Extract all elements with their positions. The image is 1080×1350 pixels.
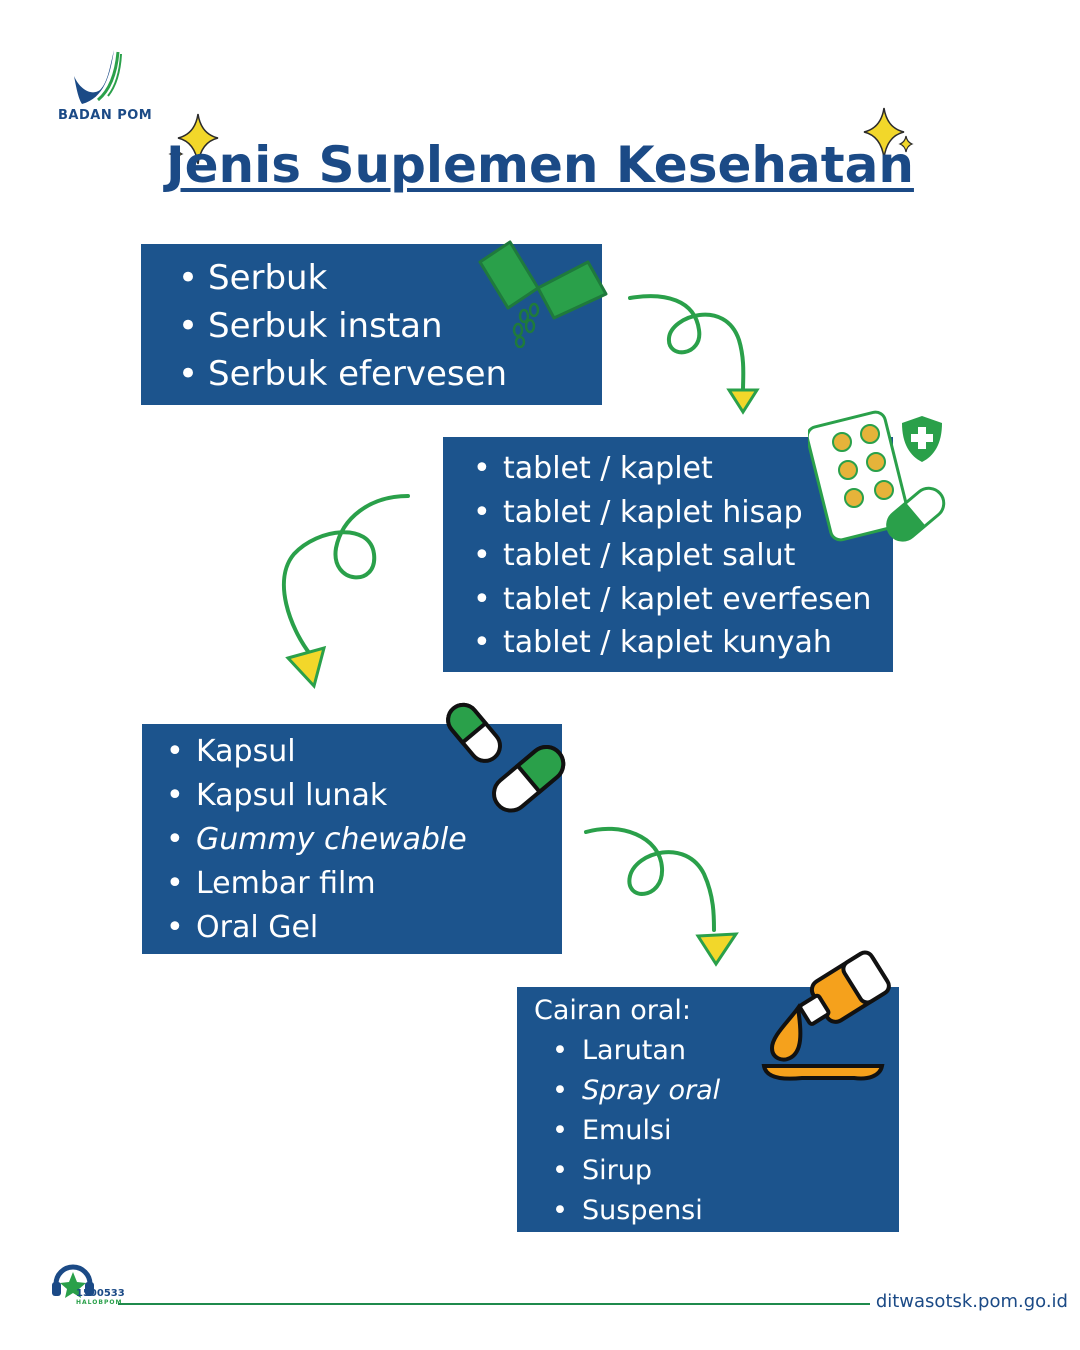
footer-divider [118,1303,870,1305]
cairan-heading: Cairan oral: [534,995,692,1026]
page-title: Jenis Suplemen Kesehatan [166,136,914,194]
list-item: Emulsi [552,1111,899,1151]
shield-cross-icon [902,416,942,462]
list-item: tablet / kaplet [473,447,893,491]
kapsul-box: Kapsul Kapsul lunak Gummy chewable Lemba… [142,724,562,954]
list-item: tablet / kaplet kunyah [473,621,893,665]
curly-arrow-icon [282,494,410,690]
powder-sachet-icon [478,240,608,348]
logo-text: BADAN POM [58,108,153,123]
sparkle-icon [863,107,914,159]
hotline-label: HALOBPOM [76,1299,123,1306]
tablet-list: tablet / kaplet tablet / kaplet hisap ta… [473,447,893,665]
list-item: Larutan [552,1031,899,1071]
list-item: tablet / kaplet salut [473,534,893,578]
website-link[interactable]: ditwasotsk.pom.go.id [875,1291,1068,1312]
headset-hotline-icon [52,1264,94,1298]
capsule-icon [446,702,566,813]
list-item: tablet / kaplet everfesen [473,578,893,622]
list-item: Serbuk instan [178,302,602,350]
list-item: Serbuk [178,254,602,302]
cairan-box: Cairan oral: Larutan Spray oral Emulsi S… [517,987,899,1232]
kapsul-list: Kapsul Kapsul lunak Gummy chewable Lemba… [166,730,562,950]
hotline-number: 1500533 HALOBPOM [76,1288,125,1306]
list-item: tablet / kaplet hisap [473,491,893,535]
list-item: Kapsul lunak [166,774,562,818]
sparkle-icon [168,113,219,165]
list-item: Gummy chewable [166,818,562,862]
tablet-blister-icon [808,410,946,542]
list-item: Lembar film [166,862,562,906]
serbuk-list: Serbuk Serbuk instan Serbuk efervesen [178,254,602,398]
cairan-list: Larutan Spray oral Emulsi Sirup Suspensi [534,1031,899,1231]
curly-arrow-icon [584,826,739,967]
list-item: Serbuk efervesen [178,350,602,398]
list-item: Sirup [552,1151,899,1191]
serbuk-box: Serbuk Serbuk instan Serbuk efervesen [141,244,602,405]
list-item: Suspensi [552,1191,899,1231]
badan-pom-logo-icon [74,50,122,104]
dropper-spoon-icon [761,950,891,1081]
list-item: Kapsul [166,730,562,774]
list-item: Oral Gel [166,906,562,950]
curly-arrow-icon [628,294,760,415]
list-item: Spray oral [552,1071,899,1111]
hotline-text: 1500533 [76,1288,125,1299]
